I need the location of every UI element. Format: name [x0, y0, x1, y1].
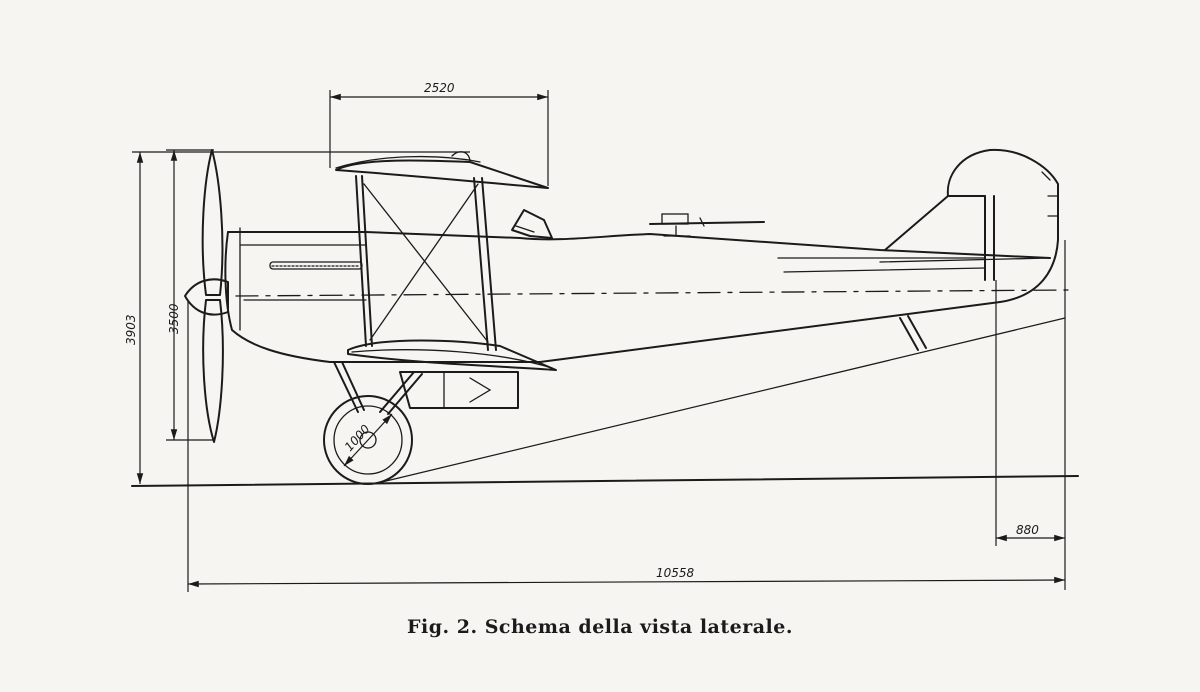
- tail: [884, 148, 1059, 351]
- upper-wing: [335, 151, 549, 189]
- dim-tail-offset-value: 880: [1016, 523, 1039, 537]
- dim-tail-offset: 880: [995, 280, 1065, 546]
- wing-struts: [355, 175, 497, 351]
- tail-ground-line: [381, 317, 1066, 483]
- dim-wheel-diameter-value: 1000: [342, 422, 373, 454]
- dim-propeller-height-value: 3500: [167, 303, 181, 334]
- center-line: [235, 289, 1071, 297]
- dim-upper-wing-chord-value: 2520: [424, 81, 455, 95]
- figure-caption: Fig. 2. Schema della vista laterale.: [407, 616, 793, 638]
- ground-line: [131, 475, 1079, 487]
- lower-wing: [347, 339, 557, 371]
- landing-gear: [323, 361, 423, 485]
- dim-upper-wing-chord: 2520: [329, 81, 549, 186]
- dim-overall-length-value: 10558: [656, 566, 695, 580]
- dim-overall-height-value: 3903: [124, 314, 138, 345]
- dim-overall-height: 3903: [124, 151, 470, 484]
- belly-container: [399, 371, 519, 409]
- dim-wheel-diameter: 1000: [342, 413, 393, 467]
- dim-propeller-height: 3500: [166, 149, 214, 441]
- dim-overall-length: 10558: [187, 240, 1066, 592]
- fuselage: [224, 209, 1051, 363]
- propeller: [184, 149, 229, 443]
